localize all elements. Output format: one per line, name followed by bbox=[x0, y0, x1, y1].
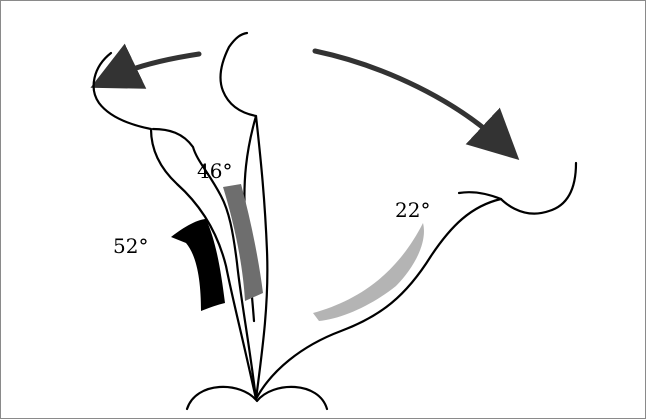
left-motion-arrow bbox=[113, 54, 199, 77]
angle-label-left: 52° bbox=[113, 234, 148, 258]
right-stem-top bbox=[459, 192, 501, 199]
right-angle-band bbox=[313, 223, 424, 321]
right-motion-arrow bbox=[315, 51, 501, 143]
angle-label-right: 22° bbox=[395, 198, 430, 222]
left-angle-band bbox=[171, 219, 225, 311]
angle-label-middle: 46° bbox=[197, 159, 232, 183]
